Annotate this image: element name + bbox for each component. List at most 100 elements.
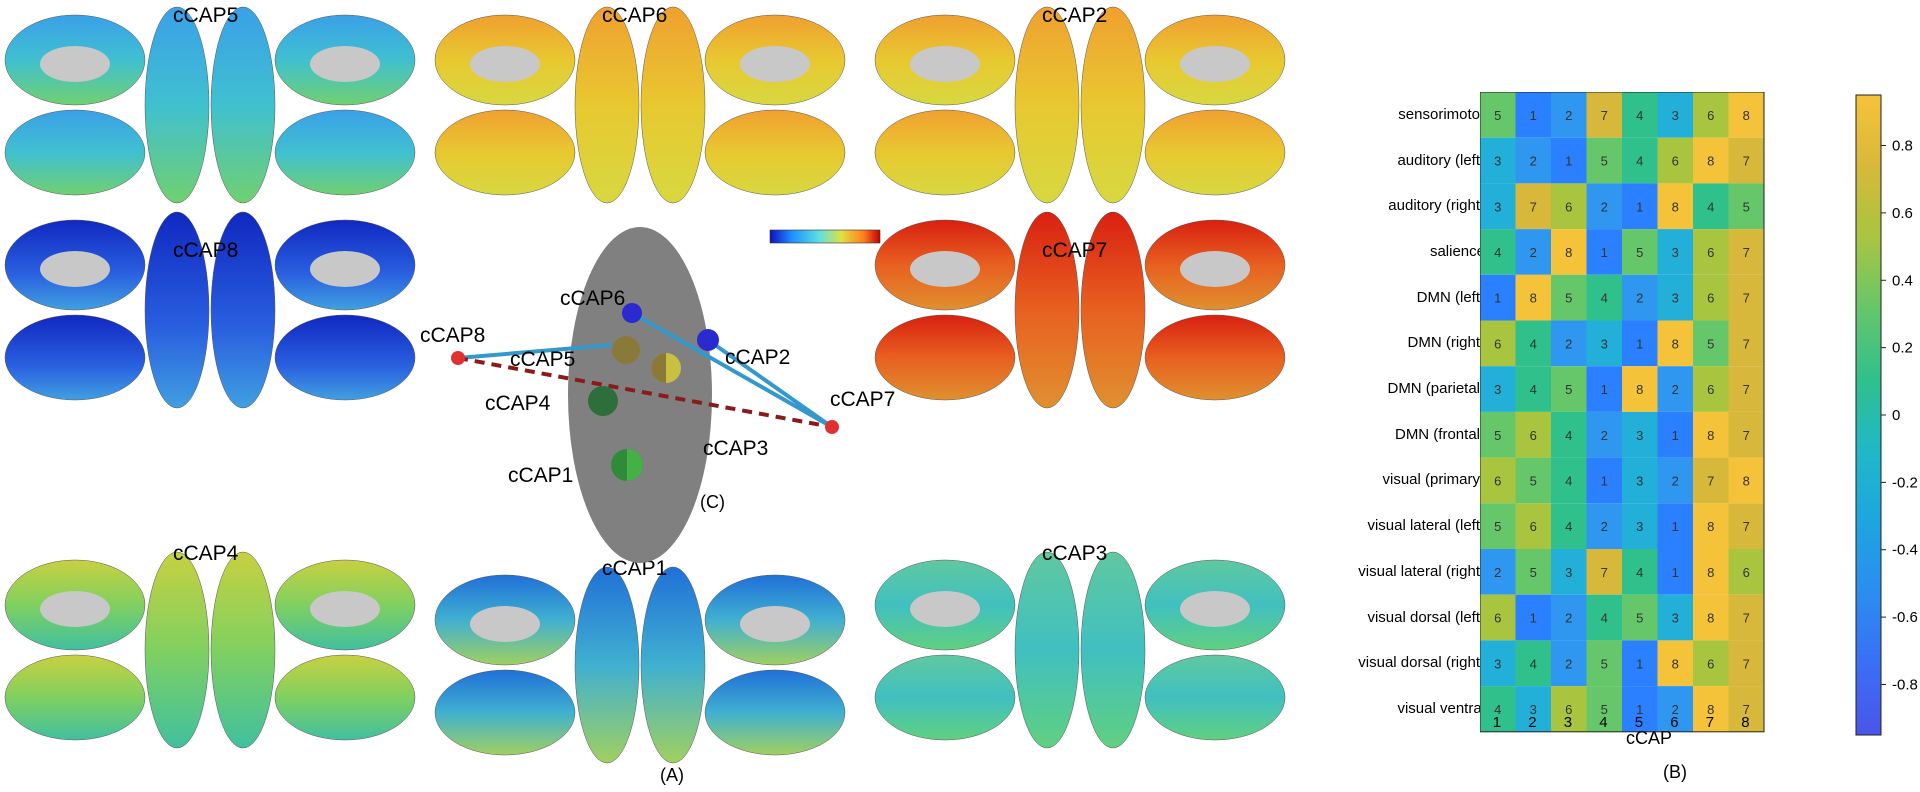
heatmap-cell [1586, 183, 1622, 230]
heatmap-cell-value: 8 [1672, 199, 1679, 214]
heatmap-cell-value: 6 [1494, 473, 1501, 488]
heatmap-cell [1657, 686, 1693, 732]
brain-surface-view [434, 109, 576, 196]
heatmap-cell-value: 6 [1707, 291, 1714, 306]
heatmap-cell [1657, 320, 1693, 367]
heatmap-row-label: auditory (right) [1388, 197, 1485, 215]
heatmap-cell [1551, 594, 1587, 641]
heatmap-cell [1480, 92, 1516, 138]
brain-surface-view [1144, 314, 1286, 401]
heatmap-cell-value: 2 [1565, 611, 1572, 626]
heatmap-cell [1551, 503, 1587, 549]
heatmap-cell-value: 6 [1707, 656, 1714, 671]
heatmap-cell [1657, 183, 1693, 230]
heatmap-row-label: sensorimotor [1398, 105, 1485, 123]
heatmap-cell-value: 7 [1743, 291, 1750, 306]
heatmap-cell-value: 2 [1565, 656, 1572, 671]
heatmap-cell [1622, 503, 1658, 549]
heatmap-frame [1480, 92, 1765, 733]
heatmap-cell [1728, 320, 1764, 367]
heatmap-cell-value: 4 [1636, 154, 1643, 169]
heatmap-cell [1551, 457, 1587, 504]
brain-dorsal-hemisphere [210, 6, 276, 204]
heatmap-cell [1515, 92, 1551, 138]
colorbar-tick-label: 0.4 [1892, 272, 1913, 289]
colorbar-tick-label: -0.8 [1892, 676, 1918, 693]
brain-surface-view [4, 654, 146, 741]
panel-label-c: (C) [700, 492, 725, 512]
heatmap-cell [1586, 274, 1622, 321]
brain-map-title: cCAP5 [173, 4, 238, 27]
medial-wall [910, 591, 980, 627]
brain-map-ccap4: cCAP4 [4, 542, 416, 749]
heatmap-cell [1551, 411, 1587, 458]
heatmap-cell [1728, 594, 1764, 641]
heatmap-column-tick: 2 [1528, 714, 1537, 731]
heatmap-cell [1693, 503, 1729, 549]
medial-wall [40, 46, 110, 82]
heatmap-cell [1622, 229, 1658, 275]
heatmap-cell [1586, 640, 1622, 687]
heatmap-cell [1551, 320, 1587, 367]
heatmap-cell [1480, 457, 1516, 504]
heatmap-cell-value: 6 [1530, 428, 1537, 443]
heatmap-cell-value: 1 [1672, 565, 1679, 580]
brain-dorsal-hemisphere [640, 6, 706, 204]
heatmap-cell-value: 2 [1672, 473, 1679, 488]
heatmap-cell [1693, 549, 1729, 595]
heatmap-cell [1586, 229, 1622, 275]
heatmap-cell [1515, 137, 1551, 184]
brain-map-ccap5: cCAP5 [4, 4, 416, 204]
heatmap-cell-value: 5 [1494, 519, 1501, 534]
heatmap-cell [1622, 366, 1658, 412]
medial-wall [910, 251, 980, 287]
heatmap-cell [1657, 366, 1693, 412]
brain-map-ccap3: cCAP3 [874, 542, 1286, 749]
heatmap-cell [1480, 274, 1516, 321]
heatmap-cell [1551, 640, 1587, 687]
label-ccap7: cCAP7 [830, 388, 895, 411]
heatmap-cell-value: 5 [1707, 336, 1714, 351]
medial-wall [910, 46, 980, 82]
heatmap-cell [1693, 411, 1729, 458]
heatmap-cell-value: 6 [1743, 565, 1750, 580]
heatmap-cell-value: 5 [1743, 199, 1750, 214]
label-ccap5: cCAP5 [510, 348, 575, 371]
heatmap-cell [1515, 686, 1551, 732]
heatmap-column-tick: 4 [1599, 714, 1608, 731]
cluster-ellipse [568, 227, 712, 563]
medial-wall [470, 46, 540, 82]
brain-dorsal-hemisphere [1014, 6, 1080, 204]
heatmap-column-tick: 7 [1705, 714, 1715, 731]
colorbar-tick-label: -0.6 [1892, 609, 1918, 626]
brain-dorsal-hemisphere [144, 551, 210, 749]
heatmap-cell-value: 2 [1530, 154, 1537, 169]
colorbar-tick-label: -0.4 [1892, 542, 1918, 559]
brain-map-title: cCAP8 [173, 239, 238, 262]
medial-wall [310, 46, 380, 82]
heatmap-cell-value: 3 [1672, 611, 1679, 626]
heatmap-cell [1515, 640, 1551, 687]
label-ccap8: cCAP8 [420, 324, 485, 347]
heatmap-cell-value: 5 [1636, 245, 1643, 260]
heatmap-cell-value: 1 [1636, 336, 1643, 351]
heatmap-cell [1728, 411, 1764, 458]
heatmap-cell-value: 7 [1530, 199, 1537, 214]
heatmap-cell-value: 7 [1743, 611, 1750, 626]
heatmap-cell [1586, 411, 1622, 458]
medial-wall [1180, 591, 1250, 627]
heatmap-row-label: DMN (parietal) [1387, 380, 1485, 398]
heatmap-cell [1515, 411, 1551, 458]
heatmap-cell [1586, 594, 1622, 641]
heatmap-cell-value: 2 [1601, 519, 1608, 534]
heatmap-cell-value: 5 [1530, 473, 1537, 488]
heatmap-cell-value: 5 [1494, 428, 1501, 443]
heatmap-cell-value: 2 [1565, 336, 1572, 351]
heatmap-cell [1728, 92, 1764, 138]
heatmap-cell-value: 7 [1743, 245, 1750, 260]
heatmap-cell [1480, 366, 1516, 412]
heatmap-cell-value: 8 [1672, 336, 1679, 351]
heatmap-cell-value: 4 [1601, 611, 1608, 626]
